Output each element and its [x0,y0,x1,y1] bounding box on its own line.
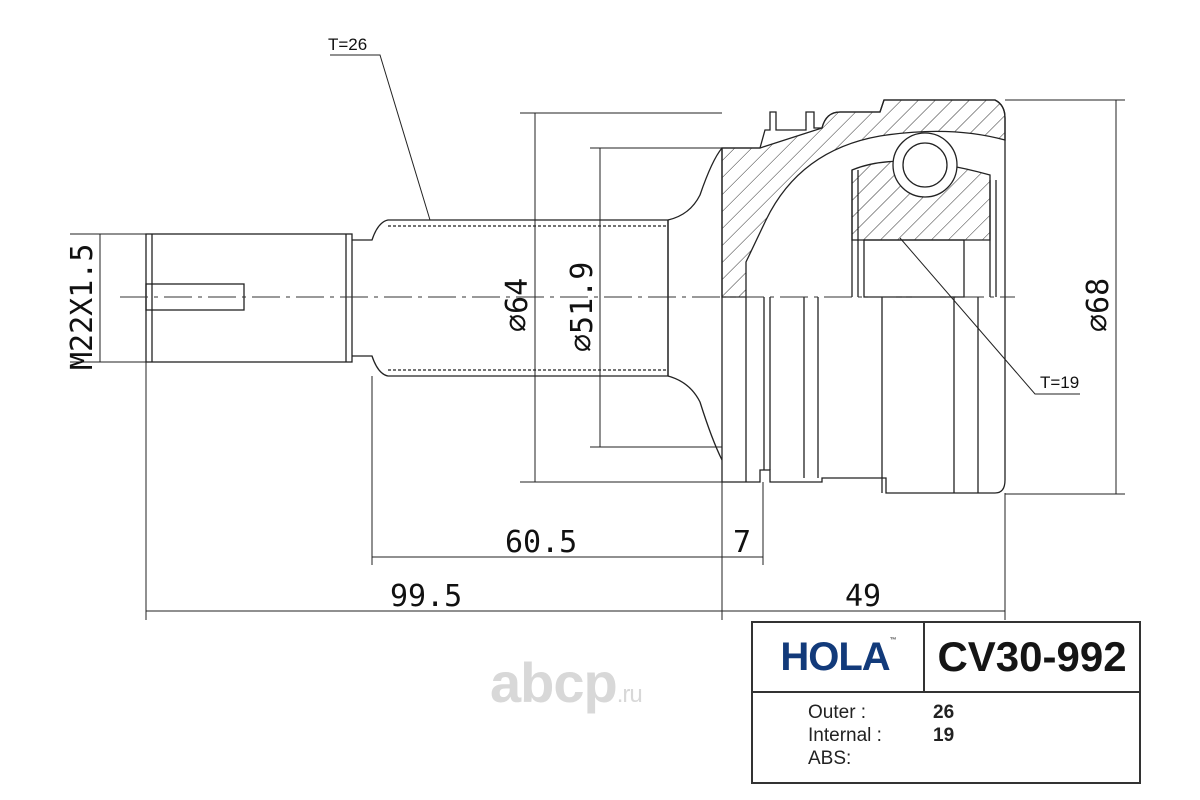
spec-value: 26 [933,702,955,723]
spec-list: Outer : 26 Internal : 19 ABS: [753,693,1139,770]
dimension-lines [70,54,1125,620]
spec-label: ABS: [808,748,852,769]
spec-row-abs: ABS: [808,747,1139,770]
spec-value: 19 [933,725,955,746]
brand-name: HOLA [780,634,890,679]
part-outline [145,99,1006,494]
spec-label: Outer : [808,702,867,723]
dim-bell-length: 49 [845,579,881,614]
dim-shaft-total: 99.5 [390,579,462,614]
spec-row-outer: Outer : 26 [808,701,1139,724]
watermark-main: abcp [490,651,618,714]
dim-seal-diameter: ⌀51.9 [565,262,600,352]
spec-row-internal: Internal : 19 [808,724,1139,747]
spec-label: Internal : [808,725,882,746]
trademark: ™ [889,637,897,644]
dim-spline-length: 60.5 [505,525,577,560]
dim-shaft-diameter: ⌀64 [500,278,535,332]
dim-neck-length: 7 [733,525,751,560]
watermark-suffix: .ru [616,681,643,708]
dimension-labels: T=26 T=19 M22X1.5 ⌀64 ⌀51.9 ⌀68 60.5 7 9… [65,35,1116,614]
leader-t19: T=19 [1040,373,1079,392]
watermark: abcp.ru [490,650,643,715]
dim-bell-diameter: ⌀68 [1081,278,1116,332]
part-number: CV30-992 [937,633,1127,680]
leader-t26: T=26 [328,35,367,54]
dim-thread: M22X1.5 [65,244,100,370]
